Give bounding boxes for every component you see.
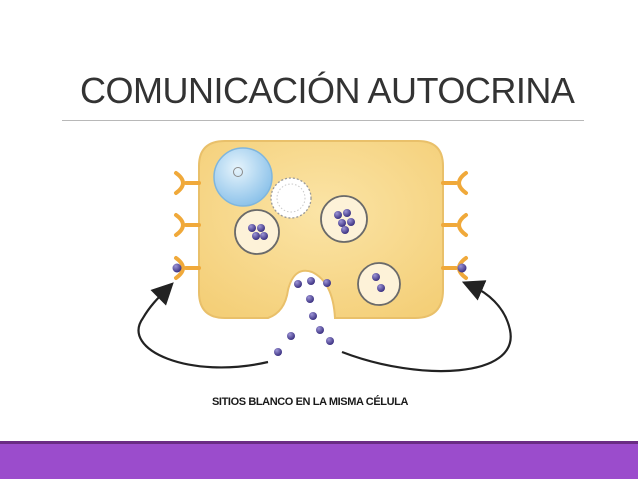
secretory-vesicle — [357, 262, 401, 306]
slide-title: COMUNICACIÓN AUTOCRINA — [80, 70, 575, 111]
nucleus — [213, 147, 273, 207]
receptor-right-bound — [441, 256, 468, 280]
footer-band — [0, 444, 638, 479]
secretory-vesicle — [320, 195, 368, 243]
receptor-left-1 — [174, 171, 201, 195]
released-molecules — [274, 277, 334, 356]
secretory-vesicle — [234, 209, 280, 255]
diagram-caption: SITIOS BLANCO EN LA MISMA CÉLULA — [212, 396, 408, 408]
empty-vesicle — [270, 177, 312, 219]
arrow-left — [137, 282, 269, 369]
receptor-left-2 — [174, 213, 201, 237]
receptor-right-1 — [441, 171, 468, 195]
receptor-left-bound — [172, 256, 201, 280]
receptor-right-2 — [441, 213, 468, 237]
footer-line — [0, 441, 638, 444]
title-divider — [62, 120, 584, 121]
arrow-right — [341, 280, 512, 373]
